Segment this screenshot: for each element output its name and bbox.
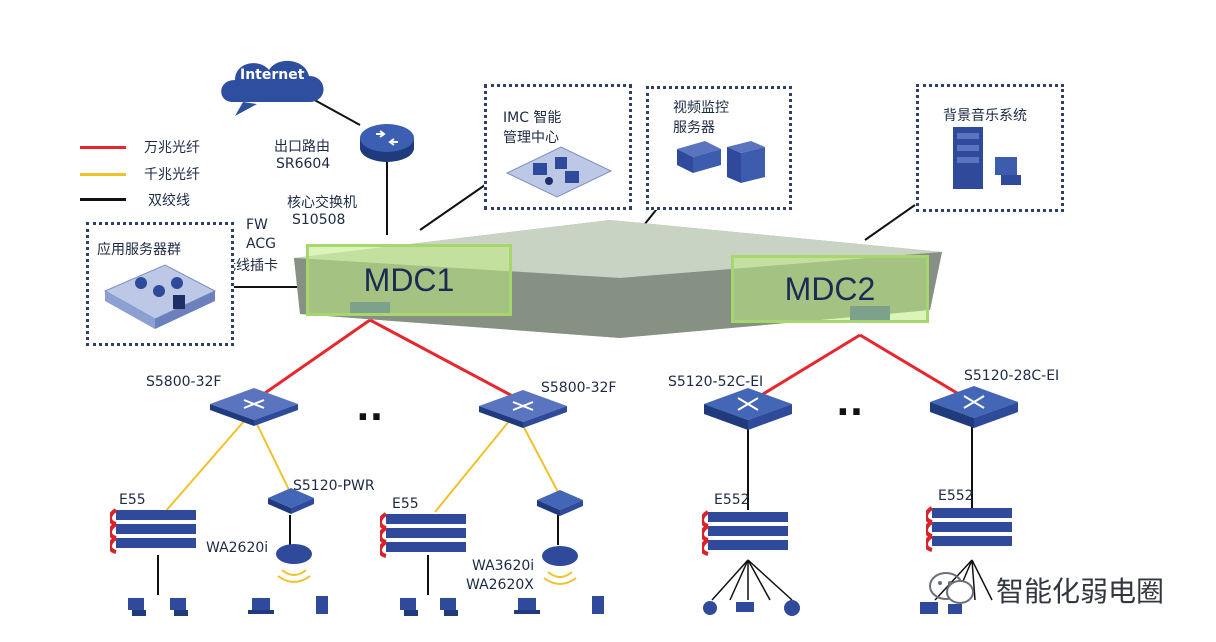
legend-label-twisted: 双绞线	[148, 193, 190, 209]
watermark-text: 智能化弱电圈	[996, 575, 1165, 608]
wireless-ap-icon-1	[276, 544, 312, 583]
music-label: 背景音乐系统	[943, 108, 1027, 124]
access-e552-label-2: E552	[938, 488, 974, 504]
music-server-icon	[953, 127, 1021, 189]
laptop-tablet-icons-2	[514, 596, 604, 614]
core-name: 核心交换机	[287, 195, 357, 211]
legend-line-black	[80, 198, 126, 201]
laptop-tablet-icons-1	[248, 596, 328, 614]
e552-switch-stack-icon-2	[926, 506, 1012, 552]
internet-cloud-icon	[221, 60, 324, 116]
core-model: S10508	[292, 212, 346, 228]
card-acg: ACG	[246, 236, 276, 252]
e55-switch-stack-icon-2	[380, 512, 466, 558]
agg-label-3: S5120-52C-EI	[668, 374, 764, 390]
mdc2-partition: MDC2	[731, 255, 929, 323]
imc-label-line2: 管理中心	[503, 130, 559, 146]
router-model: SR6604	[276, 156, 331, 172]
device-icons-2	[920, 602, 962, 614]
agg-switch-icon-4	[930, 386, 1018, 428]
ellipsis-left: ..	[356, 388, 384, 429]
card-wireless: 无线插卡	[222, 258, 278, 274]
pc-icons-1	[128, 598, 188, 616]
music-system-box: 背景音乐系统	[916, 84, 1064, 212]
legend-line-red	[80, 146, 126, 149]
mdc1-partition: MDC1	[306, 244, 512, 316]
poe-switch-icon-1	[268, 488, 314, 514]
legend-line-yellow	[80, 173, 126, 176]
card-fw: FW	[246, 217, 268, 233]
agg-switch-icon-3	[704, 388, 792, 430]
watermark: 智能化弱电圈	[918, 566, 1208, 610]
app-server-box: 应用服务器群	[86, 222, 234, 346]
pc-icons-2	[400, 598, 458, 616]
imc-workstation-icon	[505, 146, 613, 198]
agg-label-2: S5800-32F	[541, 380, 617, 396]
agg-label-1: S5800-32F	[146, 374, 222, 390]
access-wa2620x-label: WA2620X	[466, 577, 534, 593]
e55-switch-stack-icon-1	[110, 508, 196, 554]
legend-label-10g: 万兆光纤	[144, 140, 200, 156]
video-server-box: 视频监控 服务器	[646, 86, 792, 210]
imc-box: IMC 智能 管理中心	[484, 84, 632, 210]
access-wa3620i-label: WA3620i	[472, 558, 535, 574]
access-e55-label-2: E55	[392, 496, 419, 512]
video-label-line1: 视频监控	[673, 100, 729, 116]
access-wa2620i-label: WA2620i	[206, 540, 269, 556]
e552-switch-stack-icon-1	[702, 510, 788, 556]
agg-switch-icon-2	[479, 390, 567, 428]
router-name: 出口路由	[274, 139, 330, 155]
legend-label-1g: 千兆光纤	[144, 167, 200, 183]
camera-icons-1	[703, 600, 800, 616]
ellipsis-right: ..	[836, 383, 864, 424]
agg-switch-icon-1	[210, 388, 298, 426]
video-label-line2: 服务器	[673, 120, 715, 136]
poe-switch-icon-2	[537, 490, 583, 516]
wireless-ap-icon-2	[542, 546, 578, 585]
agg-label-4: S5120-28C-EI	[964, 368, 1060, 384]
server-rack-icon	[103, 264, 217, 329]
imc-label-line1: IMC 智能	[503, 110, 562, 126]
router-icon	[360, 124, 414, 162]
internet-label: Internet	[240, 67, 305, 83]
app-server-label: 应用服务器群	[97, 242, 181, 258]
access-e552-label-1: E552	[714, 492, 750, 508]
access-s5120pwr-label: S5120-PWR	[293, 478, 375, 494]
wechat-logo-icon	[929, 572, 974, 604]
access-e55-label-1: E55	[119, 492, 146, 508]
video-server-icon	[677, 141, 765, 183]
